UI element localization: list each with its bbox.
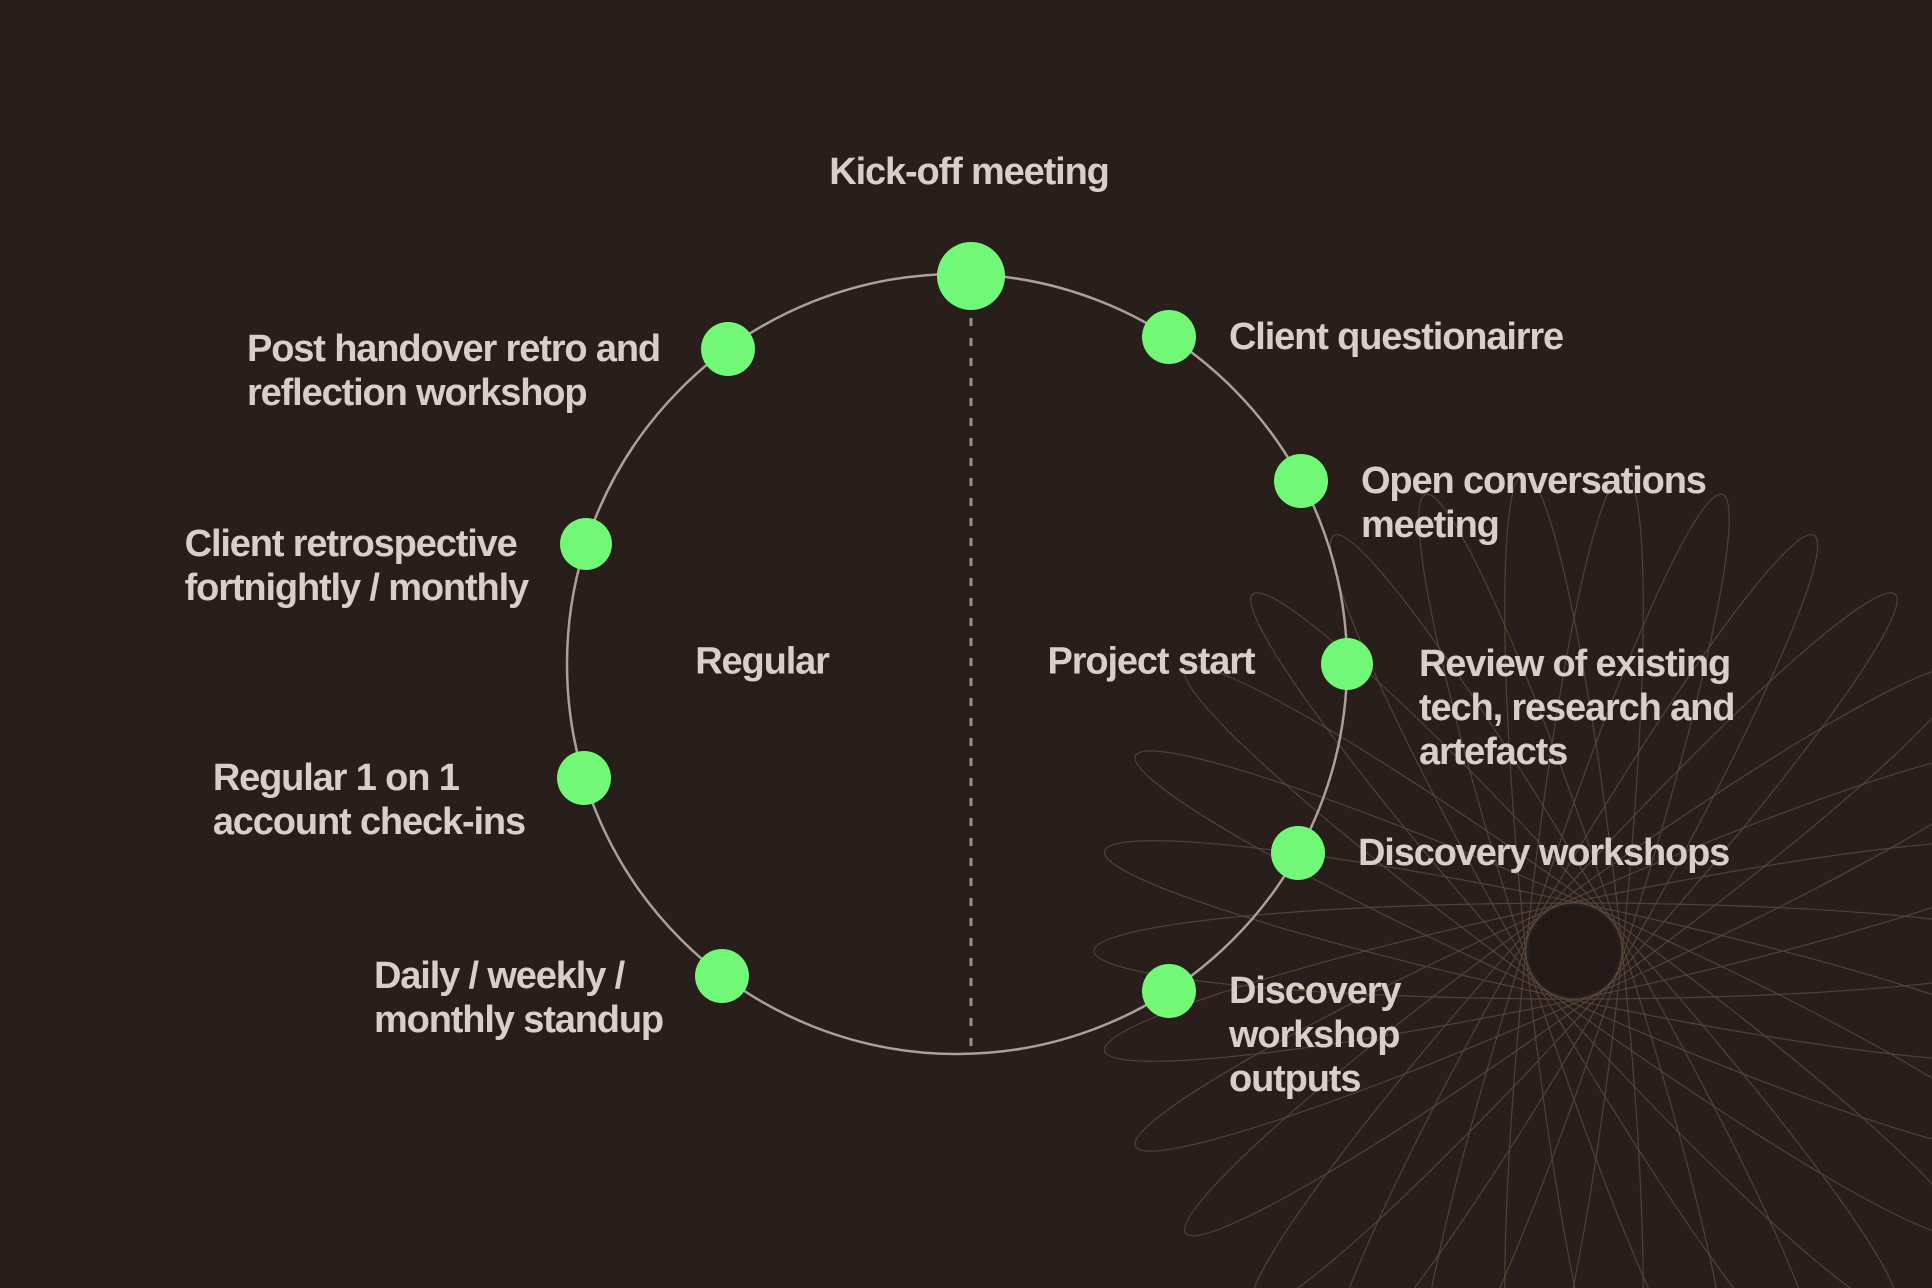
- node-label-line: Client retrospective: [184, 523, 518, 565]
- spirograph-ellipse: [1329, 534, 1819, 1288]
- spirograph-ellipse: [1103, 840, 1932, 1062]
- spirograph-ellipse: [1134, 750, 1932, 1152]
- node-dot-open-conversations-meeting: [1274, 454, 1328, 508]
- spirograph-ellipse: [1134, 750, 1932, 1152]
- node-label-discovery-workshops: Discovery workshops: [1358, 831, 1730, 875]
- node-label-line: Post handover retro and: [247, 328, 661, 370]
- spirograph-ellipse: [1418, 493, 1730, 1288]
- node-label-kick-off-meeting: Kick-off meeting: [829, 150, 1110, 194]
- node-label-line: monthly standup: [374, 999, 664, 1041]
- spirograph-ellipse: [1329, 534, 1819, 1288]
- spirograph-ellipse: [1504, 473, 1644, 1288]
- node-dot-review-of-existing: [1321, 638, 1373, 690]
- spirograph-hole: [1529, 906, 1619, 996]
- spirograph-ellipse: [1184, 665, 1932, 1237]
- spirograph-ellipse: [1103, 840, 1932, 1062]
- spirograph-ellipse: [1093, 902, 1932, 1000]
- node-dot-client-retrospective: [560, 518, 612, 570]
- phase-label-regular: Regular: [695, 640, 830, 683]
- timeline-dots: [557, 242, 1373, 1018]
- node-label-line: tech, research and: [1419, 687, 1735, 729]
- node-dot-discovery-workshops: [1271, 826, 1325, 880]
- node-label-line: artefacts: [1419, 731, 1568, 773]
- spirograph-ellipse: [1250, 592, 1898, 1288]
- node-label-line: Daily / weekly /: [374, 955, 625, 997]
- spirograph-ellipse: [1418, 493, 1730, 1288]
- node-label-line: Kick-off meeting: [829, 151, 1110, 193]
- node-label-line: Discovery workshops: [1358, 832, 1730, 874]
- spirograph-pattern: [1093, 473, 1932, 1288]
- node-label-daily-weekly-monthly-standup: Daily / weekly /monthly standup: [374, 954, 664, 1042]
- node-dot-post-handover-retro: [701, 322, 755, 376]
- node-label-line: fortnightly / monthly: [184, 567, 530, 609]
- spirograph-ellipse: [1250, 592, 1898, 1288]
- node-label-line: Review of existing: [1419, 643, 1731, 685]
- node-label-line: outputs: [1229, 1058, 1361, 1100]
- node-dot-regular-1-on-1-account-check-ins: [557, 751, 611, 805]
- node-label-client-questionairre: Client questionairre: [1229, 315, 1564, 359]
- node-dot-kick-off-meeting: [937, 242, 1005, 310]
- node-label-line: Client questionairre: [1229, 316, 1564, 358]
- node-label-line: Open conversations: [1361, 460, 1707, 502]
- phase-label-project-start: Project start: [1047, 640, 1256, 683]
- node-label-line: Discovery: [1229, 970, 1402, 1012]
- node-dot-client-questionairre: [1142, 310, 1196, 364]
- node-label-line: meeting: [1361, 504, 1500, 546]
- node-dot-discovery-workshop-outputs: [1142, 964, 1196, 1018]
- node-label-line: reflection workshop: [247, 372, 588, 414]
- node-label-line: workshop: [1229, 1014, 1400, 1056]
- spirograph-ellipse: [1504, 473, 1644, 1288]
- spirograph-ellipse: [1184, 665, 1932, 1237]
- node-dot-daily-weekly-monthly-standup: [695, 949, 749, 1003]
- node-label-line: Regular 1 on 1: [212, 757, 460, 799]
- node-label-line: account check-ins: [212, 801, 526, 843]
